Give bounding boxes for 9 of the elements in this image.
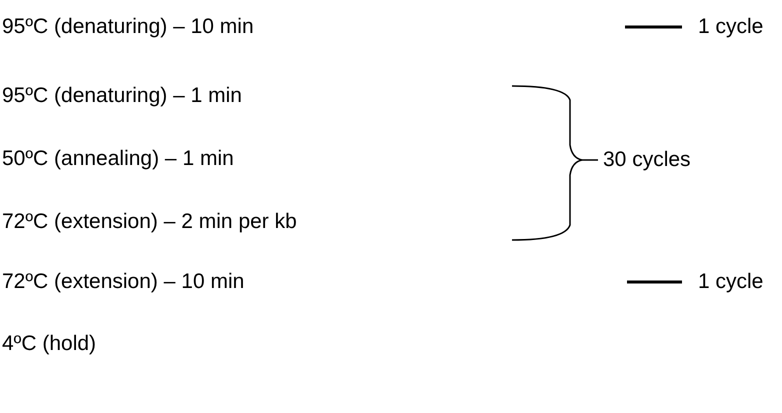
cycle-count: 1 cycle (698, 15, 764, 39)
step-text: 72ºC (extension) – 10 min (2, 270, 244, 294)
step-text: 95ºC (denaturing) – 10 min (2, 15, 254, 39)
step-text: 50ºC (annealing) – 1 min (2, 147, 234, 171)
step-text: 72ºC (extension) – 2 min per kb (2, 210, 297, 234)
step-text: 4ºC (hold) (2, 332, 96, 356)
cycle-count: 1 cycle (698, 270, 764, 294)
step-text: 95ºC (denaturing) – 1 min (2, 84, 242, 108)
cycle-count: 30 cycles (603, 148, 691, 172)
